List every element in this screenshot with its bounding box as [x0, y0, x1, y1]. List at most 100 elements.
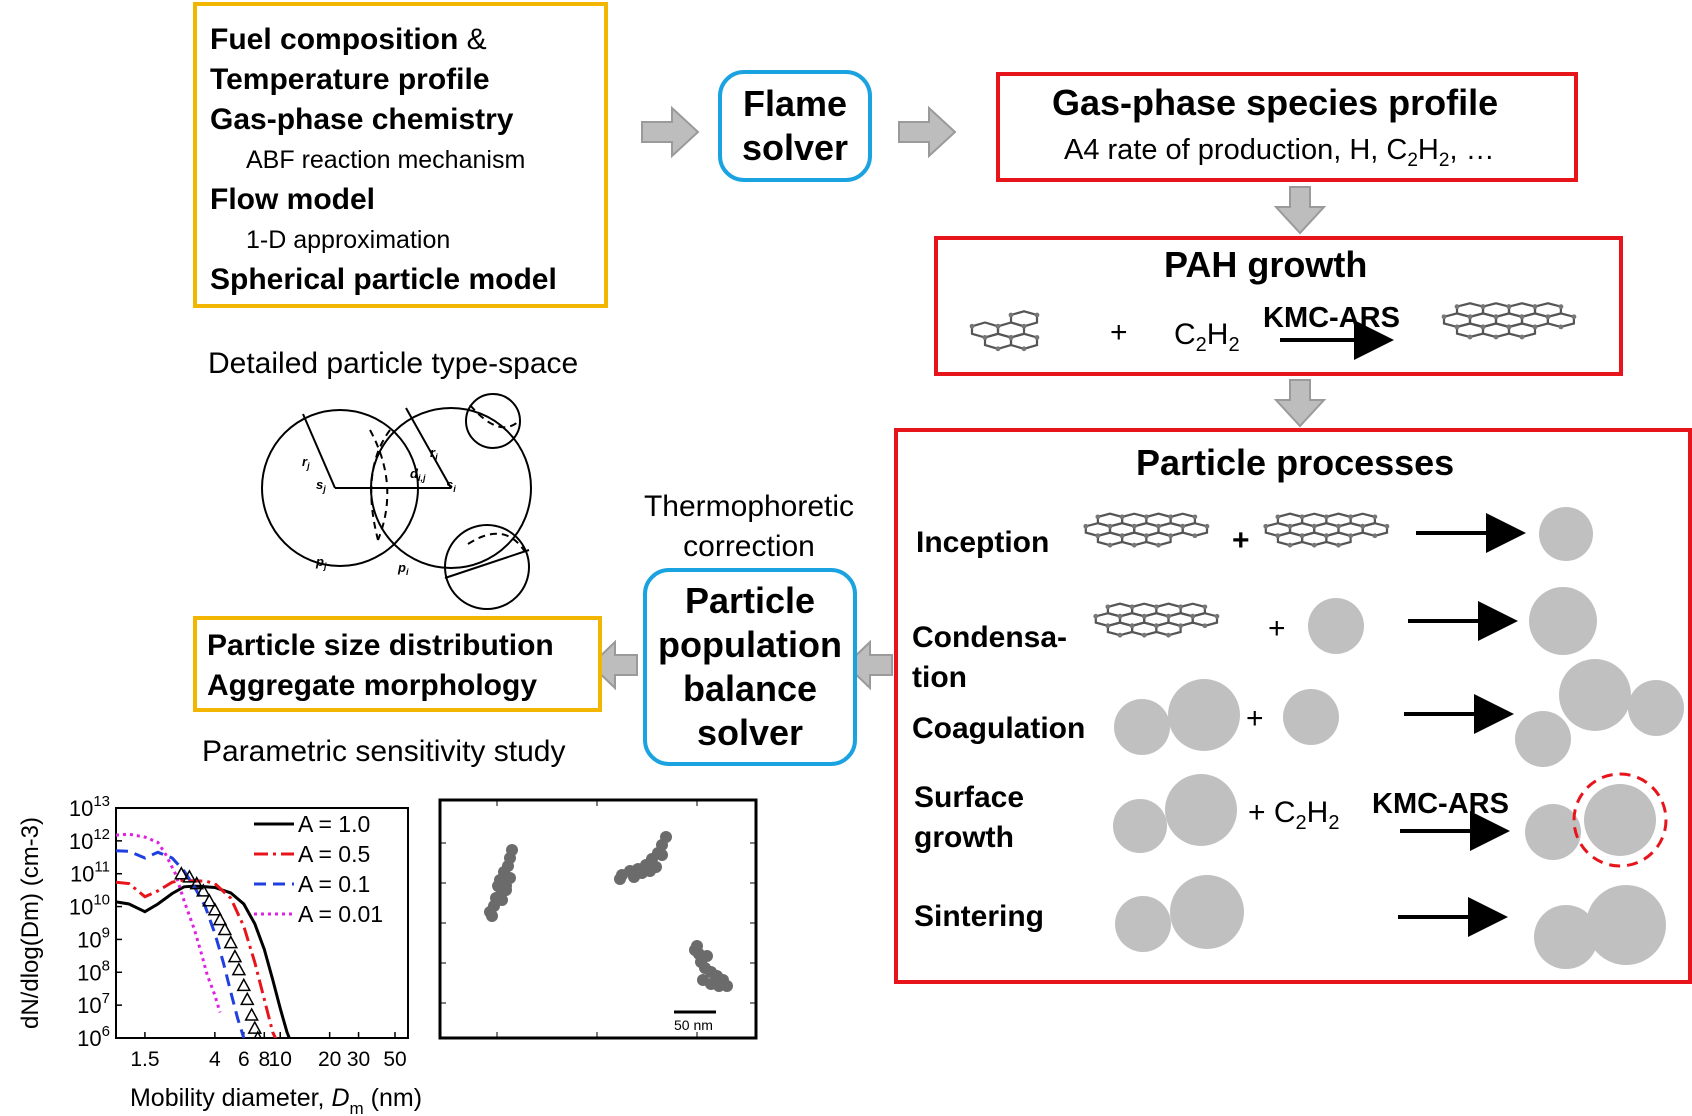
series-line	[116, 849, 246, 1038]
experiment-marker	[174, 866, 189, 880]
legend-label: A = 0.01	[298, 901, 383, 927]
pah-plus-sign: +	[1110, 316, 1128, 349]
experiment-marker	[223, 935, 239, 949]
legend-label: A = 0.1	[298, 871, 370, 897]
pah-c2h2-label: C2H2	[1174, 318, 1240, 356]
inception-pah-2	[1263, 512, 1390, 548]
x-tick-label: 20	[318, 1048, 341, 1071]
inception-label: Inception	[916, 526, 1050, 559]
coagulation-product-particle-2	[1559, 659, 1631, 731]
experiment-marker	[207, 902, 223, 916]
x-tick-label: 6	[238, 1048, 250, 1071]
series-line	[116, 832, 222, 1013]
flow-arrow-4	[1273, 379, 1327, 428]
coagulation-product-particle-3	[1628, 680, 1684, 736]
y-tick-label: 107	[77, 990, 110, 1018]
type-space-title: Detailed particle type-space	[208, 347, 579, 380]
experiment-marker	[182, 869, 197, 883]
pah-growth-box: PAH growth + C2H2 KMC-ARS	[934, 236, 1623, 376]
experiment-marker	[227, 949, 243, 963]
y-tick-label: 1011	[70, 859, 110, 887]
pbs-line3: balance	[682, 668, 818, 709]
surface-growth-c2h2: + C2H2	[1248, 796, 1340, 834]
aggregate-primary-particle	[506, 844, 518, 856]
gas-phase-chemistry-label: Gas-phase chemistry	[210, 103, 514, 136]
output-box: Particle size distribution Aggregate mor…	[193, 616, 602, 712]
gas-phase-box: Gas-phase species profile A4 rate of pro…	[996, 72, 1578, 182]
experiment-marker	[253, 1030, 262, 1038]
population-balance-solver-box: Particle population balance solver	[643, 568, 857, 766]
surface-large-particle	[1165, 774, 1237, 846]
surface-growth-dashed-shell	[1572, 772, 1668, 868]
type-space-labels: rj ri di,j sj si pj pi	[302, 445, 456, 577]
pah-growth-title: PAH growth	[1164, 244, 1368, 285]
pbs-line4: solver	[696, 712, 804, 753]
aggregate-primary-particle	[492, 880, 504, 892]
coagulation-single-particle	[1283, 689, 1339, 745]
condensation-label-line2: tion	[912, 661, 967, 694]
experiment-marker	[236, 977, 252, 992]
flame-solver-line1: Flame	[742, 83, 848, 124]
y-axis-label: dN/dlog(Dm) (cm-3)	[17, 817, 44, 1029]
aggregate-primary-particle	[656, 849, 668, 861]
fuel-composition-line: Fuel composition &	[210, 23, 487, 56]
experiment-marker	[240, 991, 255, 1006]
condensation-particle	[1308, 598, 1364, 654]
aggregate-primary-particle	[496, 894, 508, 906]
flow-arrow-2	[898, 105, 957, 159]
label-p-i: pi	[397, 560, 409, 577]
experiment-marker	[196, 883, 211, 897]
x-tick-label: 4	[209, 1048, 221, 1071]
label-p-j: pj	[315, 554, 327, 571]
pah-kmc-ars-label: KMC-ARS	[1263, 302, 1400, 334]
x-tick-label: 30	[347, 1048, 370, 1071]
tem-scale-label: 50 nm	[674, 1017, 713, 1033]
experiment-marker	[202, 893, 217, 907]
legend-label: A = 0.5	[298, 841, 370, 867]
condensation-pah	[1093, 602, 1220, 638]
surface-small-particle	[1113, 799, 1167, 853]
label-r-i: ri	[430, 445, 438, 462]
type-space-schematic	[261, 393, 532, 610]
x-axis-label: Mobility diameter, Dm (nm)	[130, 1084, 422, 1116]
pyrene-molecule	[969, 310, 1040, 352]
aggregate-primary-particle	[614, 873, 626, 885]
condensation-plus: +	[1268, 612, 1286, 645]
x-tick-label: 8	[258, 1048, 270, 1071]
experiment-marker	[189, 876, 204, 890]
label-r-j: rj	[302, 454, 310, 471]
experiment-marker	[244, 1007, 259, 1021]
aggregate-primary-particle	[689, 944, 701, 956]
sintering-large-particle	[1170, 875, 1244, 949]
coagulation-small-particle	[1114, 699, 1170, 755]
experiment-marker	[231, 962, 247, 976]
aggregate-primary-particle	[701, 950, 713, 962]
coagulation-product-particle-1	[1515, 711, 1571, 767]
pbs-line1: Particle	[684, 580, 816, 621]
surface-product-large-particle	[1584, 784, 1656, 856]
surface-product-small-particle	[1525, 804, 1581, 860]
flow-arrow-6	[589, 639, 638, 691]
sintering-product-large-particle	[1586, 885, 1666, 965]
psd-output-label: Particle size distribution	[207, 629, 554, 662]
sintering-product-small-particle	[1534, 905, 1598, 969]
input-box: Fuel composition & Temperature profile G…	[193, 2, 608, 308]
y-tick-label: 108	[77, 957, 110, 985]
surface-growth-kmc-ars: KMC-ARS	[1372, 788, 1509, 820]
thermophoretic-line1: Thermophoretic	[643, 490, 855, 523]
sensitivity-study-title: Parametric sensitivity study	[202, 735, 566, 768]
flow-arrow-5	[844, 639, 893, 691]
series-line	[116, 884, 291, 1038]
flow-arrow-3	[1273, 186, 1327, 235]
gas-phase-species-list: A4 rate of production, H, C2H2, …	[1064, 134, 1495, 171]
large-pah-molecule	[1441, 302, 1577, 340]
experiment-marker	[217, 921, 233, 936]
flow-model-label: Flow model	[210, 183, 375, 216]
surface-growth-label-line2: growth	[914, 821, 1014, 854]
y-tick-label: 106	[77, 1023, 110, 1051]
x-tick-label: 10	[269, 1048, 292, 1071]
pbs-line2: population	[658, 624, 842, 665]
flame-solver-box: Flame solver	[718, 70, 872, 182]
coagulation-label: Coagulation	[912, 712, 1086, 745]
